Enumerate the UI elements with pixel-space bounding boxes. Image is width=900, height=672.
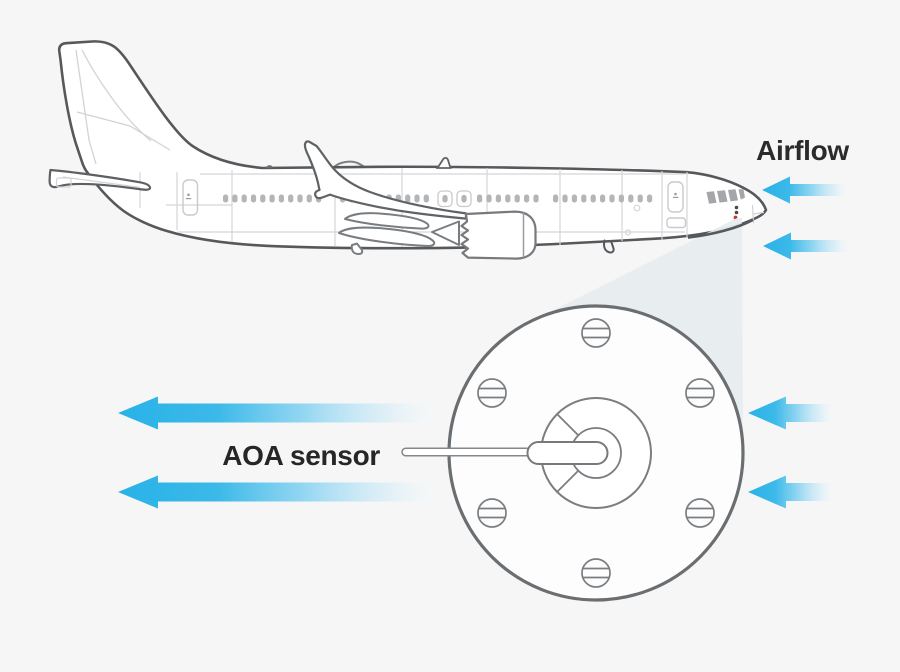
overwing-exit-1 xyxy=(437,190,453,208)
aft-door xyxy=(182,179,199,216)
exhaust-cone xyxy=(431,220,460,246)
sensor-body-spokes xyxy=(555,412,580,494)
mounting-screw xyxy=(581,558,611,588)
fin-detail-lines xyxy=(75,49,171,165)
nacelle xyxy=(460,210,537,260)
airflow-arrow-right-2 xyxy=(748,475,838,509)
horizontal-stabilizer xyxy=(48,168,152,191)
airflow-arrow-left-1 xyxy=(118,396,452,430)
airflow-arrow-nose-1 xyxy=(762,176,853,204)
engine xyxy=(431,210,537,260)
airflow-arrow-left-2 xyxy=(118,475,452,509)
airflow-label: Airflow xyxy=(756,135,849,166)
nose-outline-overlay xyxy=(687,218,754,239)
front-door xyxy=(667,181,684,213)
nose-hatch xyxy=(666,217,687,229)
aoa-vane xyxy=(401,447,541,457)
mounting-screw xyxy=(477,378,507,408)
radome-seam xyxy=(751,204,765,224)
antenna-bump xyxy=(266,165,273,168)
aoa-sensor-label: AOA sensor xyxy=(222,440,380,471)
aoa-sensor-closeup xyxy=(401,304,745,602)
antenna-fin xyxy=(435,157,452,169)
aoa-vane-base xyxy=(526,441,609,465)
overwing-exit-2 xyxy=(456,190,472,208)
doors xyxy=(182,179,687,229)
airplane-illustration xyxy=(48,40,768,260)
mounting-screws xyxy=(477,318,715,588)
flap-fairings xyxy=(338,212,436,256)
mounting-screw xyxy=(581,318,611,348)
gear-door-tab xyxy=(603,239,615,254)
wing xyxy=(303,140,468,220)
cockpit-windows xyxy=(706,189,745,204)
airflow-arrows xyxy=(118,176,854,509)
airflow-arrow-right-1 xyxy=(748,396,838,430)
zoom-cone xyxy=(530,218,743,449)
mounting-screw xyxy=(477,498,507,528)
mounting-screw xyxy=(685,498,715,528)
mounting-screw xyxy=(685,378,715,408)
airflow-arrow-nose-2 xyxy=(763,232,854,260)
